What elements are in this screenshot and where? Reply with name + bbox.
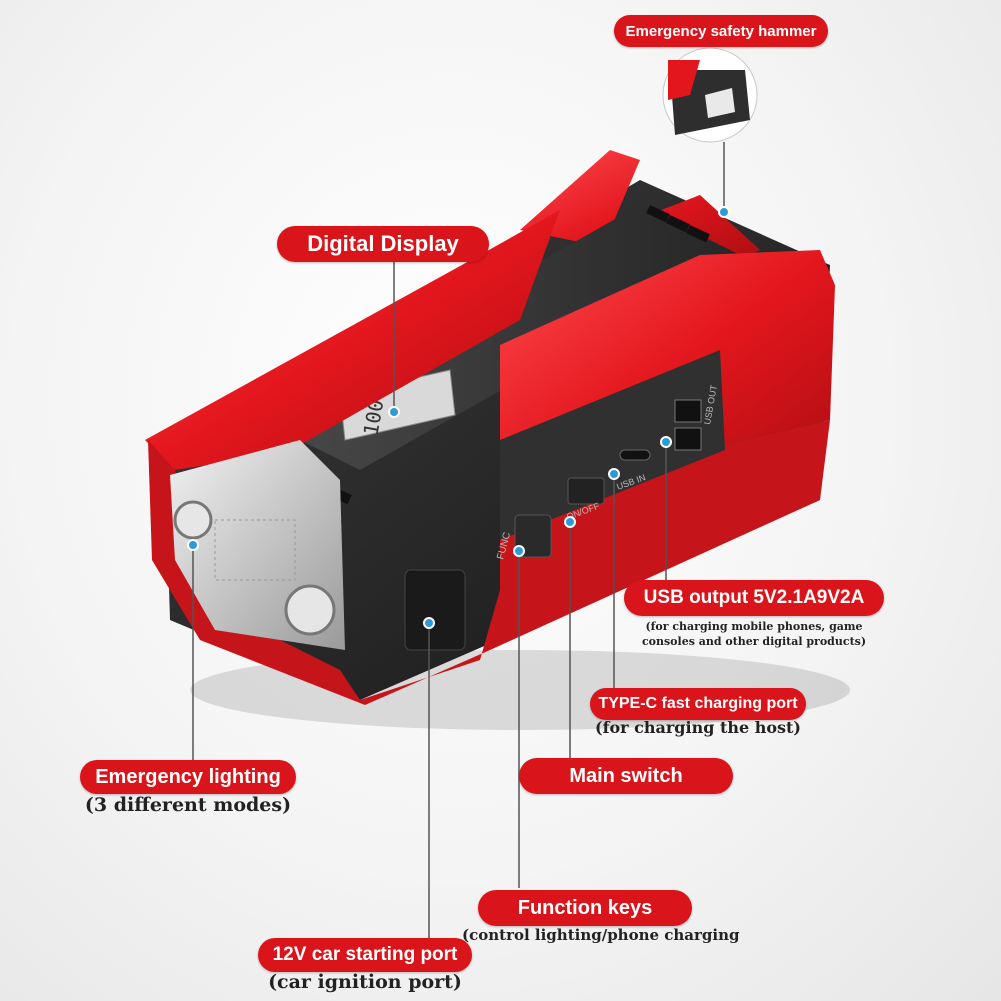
- led-grid: [214, 519, 296, 581]
- function-keys-label: Function keys: [478, 890, 692, 926]
- main-switch-slider: [567, 477, 605, 505]
- car-port-note: (car ignition port): [268, 971, 462, 993]
- light-pointer-dot: [187, 539, 199, 551]
- main-switch-label: Main switch: [519, 758, 733, 794]
- usb-socket-1: [674, 399, 702, 423]
- leader-lines: [192, 142, 725, 942]
- red-frame-left: [145, 210, 560, 470]
- display-label: Digital Display: [277, 226, 489, 262]
- usb-output-label: USB output 5V2.1A9V2A: [624, 580, 884, 616]
- hammer-pointer-dot: [718, 206, 730, 218]
- typec-label: TYPE-C fast charging port: [590, 688, 806, 720]
- usb-output-note-1: (for charging mobile phones, game: [645, 620, 863, 633]
- car-port-cover: [404, 569, 466, 651]
- typec-socket: [619, 449, 651, 461]
- hammer-label: Emergency safety hammer: [614, 15, 828, 47]
- right-led: [284, 584, 336, 636]
- typec-note: (for charging the host): [595, 718, 801, 737]
- lighting-label: Emergency lighting: [80, 760, 296, 794]
- display-pointer-dot: [388, 406, 400, 418]
- typec-pointer-dot: [608, 468, 620, 480]
- car-port-label: 12V car starting port: [258, 938, 472, 972]
- lighting-note: (3 different modes): [84, 794, 292, 816]
- usb-pointer-dot: [660, 436, 672, 448]
- usb-output-note-2: consoles and other digital products): [641, 635, 867, 648]
- port-panel: [500, 350, 725, 540]
- function-keys-note: (control lighting/phone charging: [462, 926, 740, 944]
- switch-pointer-dot: [564, 516, 576, 528]
- usb-socket-2: [674, 427, 702, 451]
- func-button: [514, 514, 552, 558]
- left-led: [173, 500, 213, 540]
- red-frame-front: [148, 420, 830, 705]
- func-pointer-dot: [513, 545, 525, 557]
- car-port-pointer-dot: [423, 617, 435, 629]
- hammer-inset: [662, 47, 758, 143]
